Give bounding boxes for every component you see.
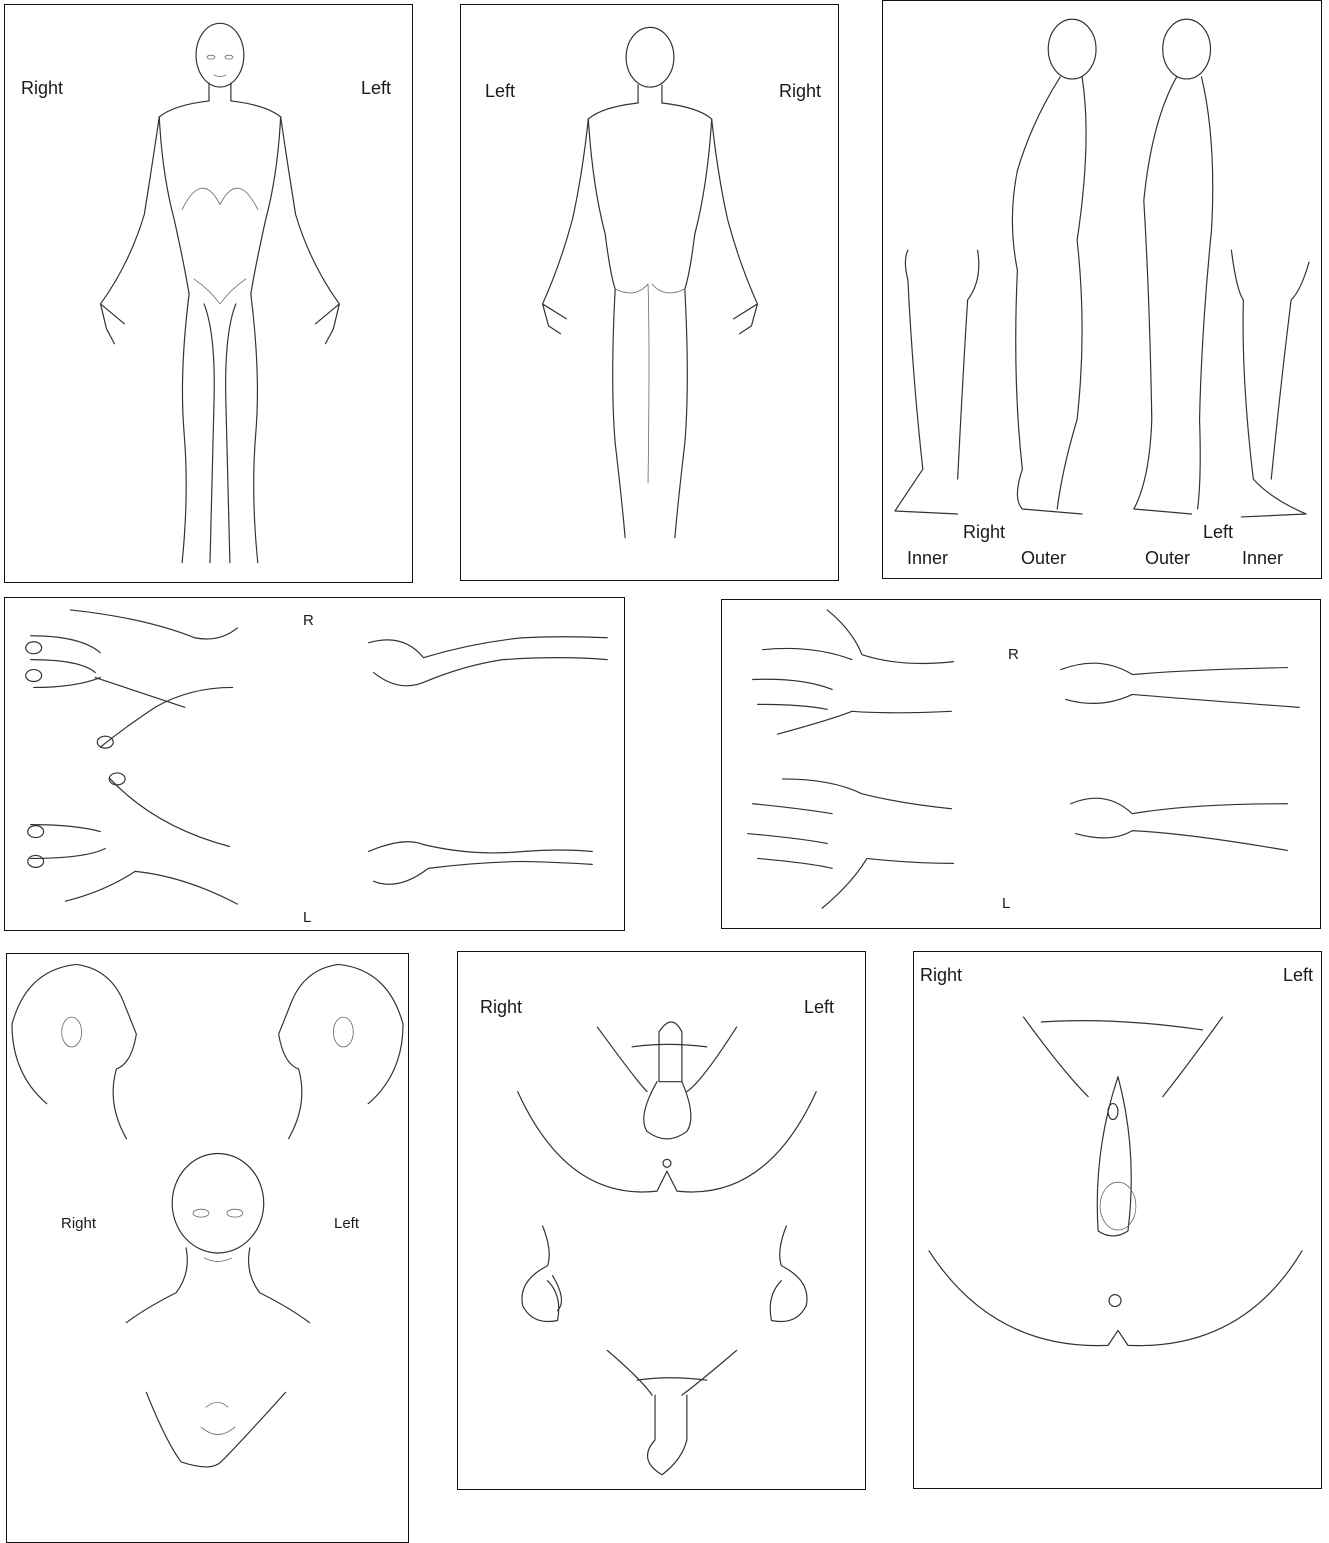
panel-head-neck: Right Left [6, 953, 409, 1543]
label-right: Right [480, 998, 522, 1016]
label-l: L [1002, 896, 1010, 911]
male-genital-figures [458, 952, 865, 1489]
hands-palm-figures [722, 600, 1320, 928]
label-right: Right [779, 82, 821, 100]
panel-body-back: Left Right [460, 4, 839, 581]
label-l: L [303, 910, 311, 925]
label-right: Right [61, 1216, 96, 1231]
label-r: R [1008, 647, 1019, 662]
label-left-inner: Inner [1242, 549, 1283, 567]
panel-male-genital: Right Left [457, 951, 866, 1490]
female-genital-figures [914, 952, 1321, 1488]
panel-hands-palm: R L [721, 599, 1321, 929]
label-right-inner: Inner [907, 549, 948, 567]
label-right: Right [21, 79, 63, 97]
panel-female-genital: Right Left [913, 951, 1322, 1489]
label-left: Left [1203, 523, 1233, 541]
label-left: Left [1283, 966, 1313, 984]
head-neck-figures [7, 954, 408, 1542]
panel-hands-back: R L [4, 597, 625, 931]
label-right-outer: Outer [1021, 549, 1066, 567]
label-r: R [303, 613, 314, 628]
label-left: Left [485, 82, 515, 100]
label-left: Left [361, 79, 391, 97]
body-front-figure [5, 5, 412, 582]
label-left: Left [804, 998, 834, 1016]
label-left-outer: Outer [1145, 549, 1190, 567]
hands-back-figures [5, 598, 624, 930]
panel-body-side: Right Left Inner Outer Outer Inner [882, 0, 1322, 579]
label-right: Right [920, 966, 962, 984]
body-side-figures [883, 1, 1321, 578]
panel-body-front: Right Left [4, 4, 413, 583]
label-left: Left [334, 1216, 359, 1231]
label-right: Right [963, 523, 1005, 541]
